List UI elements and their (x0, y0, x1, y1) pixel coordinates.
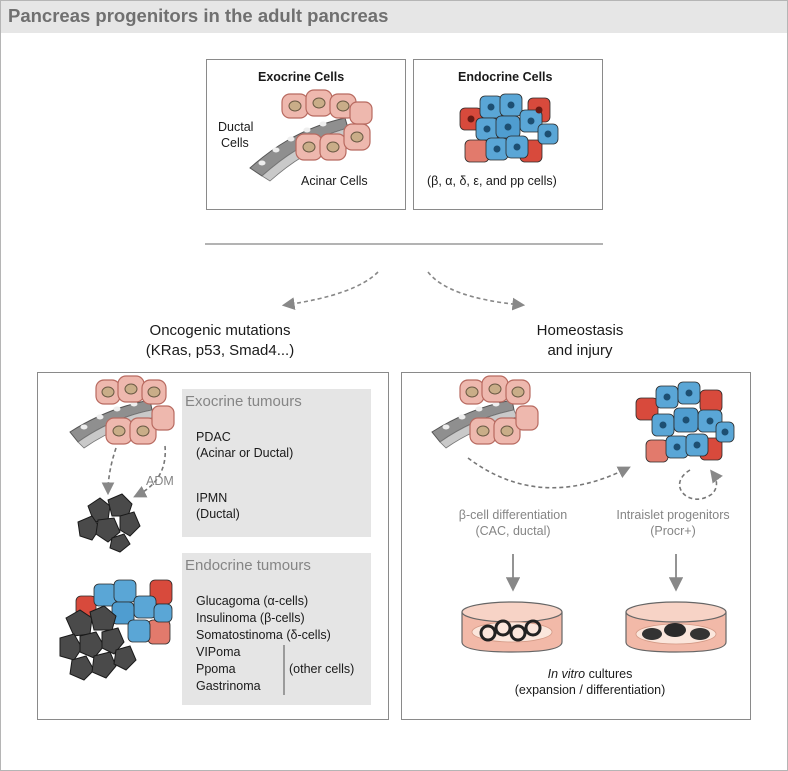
beta-differentiation-line1: β-cell differentiation (458, 508, 568, 522)
endocrine-tumours-panel (182, 553, 371, 705)
right-acinar-cluster (459, 375, 539, 445)
adm-label: ADM (146, 474, 174, 488)
arrow-intraislet-loop (678, 469, 723, 500)
exocrine-cells-heading: Exocrine Cells (258, 70, 345, 84)
exocrine-nuclei (288, 97, 364, 153)
in-vitro-italic: In vitro (547, 667, 586, 681)
arrow-to-oncogenic (281, 271, 379, 310)
endocrine-tumour-item: VIPoma (196, 645, 241, 659)
ipmn-origin: (Ductal) (196, 507, 240, 521)
endocrine-tumour-item: Insulinoma (β-cells) (196, 611, 305, 625)
culture-dish-organoids (461, 601, 563, 653)
other-cells-label: (other cells) (289, 662, 355, 676)
ipmn-label: IPMN (196, 491, 228, 505)
arrow-duct-to-tumour (101, 447, 117, 496)
endocrine-cells-box (413, 59, 603, 210)
homeostasis-heading-line2: and injury (547, 342, 613, 359)
left-acinar-nuclei (101, 383, 161, 437)
culture-dish-clusters (625, 601, 727, 653)
arrow-to-homeostasis (427, 271, 526, 311)
ductal-cells-label-line1: Ductal (218, 120, 254, 134)
right-acinar-nuclei (465, 383, 525, 437)
intraislet-progenitors-line1: Intraislet progenitors (616, 508, 730, 522)
title-bar (1, 1, 787, 33)
cultures-word: cultures (585, 667, 633, 681)
ductal-cells-label-line2: Cells (221, 136, 249, 150)
endocrine-islet-nuclei (467, 101, 552, 153)
beta-differentiation-line2: (CAC, ductal) (475, 524, 551, 538)
oncogenic-heading-line1: Oncogenic mutations (149, 322, 291, 339)
in-vitro-cultures-line2: (expansion / differentiation) (514, 683, 666, 697)
oncogenic-box (37, 372, 389, 720)
left-endocrine-tumour-cells (59, 605, 137, 681)
endocrine-tumours-heading: Endocrine tumours (185, 557, 311, 574)
endocrine-tumour-item: Glucagoma (α-cells) (196, 594, 309, 608)
arrow-adm (133, 445, 167, 498)
right-islet-nuclei (659, 389, 729, 451)
endocrine-cells-heading: Endocrine Cells (458, 70, 553, 84)
intraislet-progenitors-line2: (Procr+) (650, 524, 696, 538)
endocrine-tumour-item: Ppoma (196, 662, 236, 676)
homeostasis-box (401, 372, 751, 720)
endocrine-tumour-item: Gastrinoma (196, 679, 261, 693)
pdac-origin: (Acinar or Ductal) (196, 446, 294, 460)
exocrine-tumour-cluster (77, 493, 141, 553)
exocrine-tumours-heading: Exocrine tumours (185, 393, 302, 410)
homeostasis-heading-line1: Homeostasis (536, 322, 624, 339)
exocrine-cells-box (206, 59, 406, 210)
exocrine-tumours-panel (182, 389, 371, 537)
oncogenic-heading-line2: (KRas, p53, Smad4...) (145, 342, 295, 359)
in-vitro-cultures-line1: In vitro cultures (480, 667, 700, 681)
endocrine-tumour-item: Somatostinoma (δ-cells) (196, 628, 331, 642)
arrow-differentiation (467, 457, 631, 489)
pdac-label: PDAC (196, 430, 231, 444)
endocrine-cell-types: (β, α, δ, ε, and pp cells) (427, 174, 557, 188)
acinar-cells-label: Acinar Cells (301, 174, 368, 188)
figure-title: Pancreas progenitors in the adult pancre… (8, 5, 389, 26)
